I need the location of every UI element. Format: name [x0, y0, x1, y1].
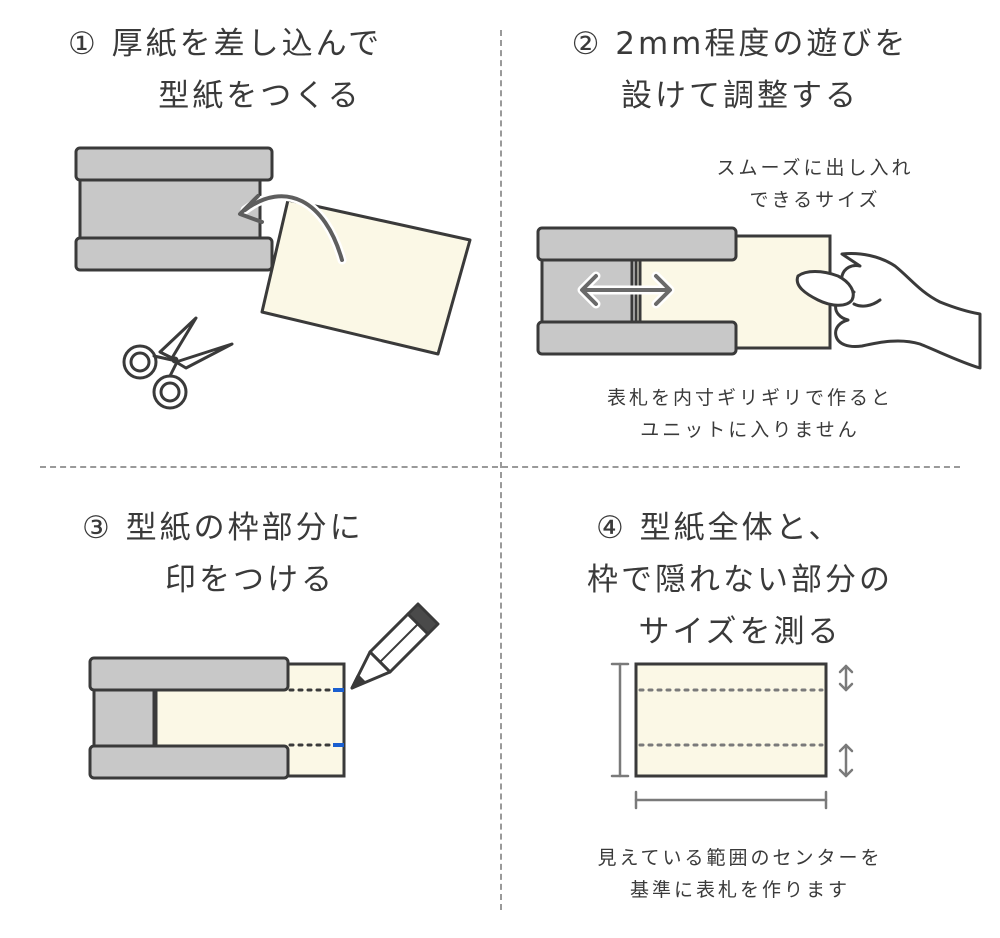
- step4-template: [634, 662, 828, 778]
- step3-frame-unit: [88, 656, 346, 780]
- step4-title-line3: サイズを測る: [638, 614, 842, 650]
- step2-title-line1: ② 2mm程度の遊びを: [571, 26, 909, 62]
- pencil-icon: [350, 602, 440, 690]
- step1-cardboard: [260, 198, 472, 356]
- step2-note-top-line2: できるサイズ: [749, 189, 881, 211]
- step2-note-bottom: 表札を内寸ギリギリで作ると ユニットに入りません: [540, 382, 960, 446]
- horizontal-divider: [40, 466, 960, 468]
- step1-title: ① 厚紙を差し込んで 型紙をつくる: [40, 18, 480, 122]
- step2-note-bottom-line2: ユニットに入りません: [640, 419, 860, 441]
- step1-frame-unit: [74, 146, 274, 272]
- step4-note-bottom: 見えている範囲のセンターを 基準に表札を作ります: [520, 842, 960, 906]
- step4-note-bottom-line2: 基準に表札を作ります: [629, 879, 850, 901]
- step2-title: ② 2mm程度の遊びを 設けて調整する: [520, 18, 960, 122]
- step4-title-line2: 枠で隠れない部分の: [587, 562, 893, 598]
- step2-note-top-line1: スムーズに出し入れ: [716, 157, 914, 179]
- step2-note-bottom-line1: 表札を内寸ギリギリで作ると: [606, 387, 893, 409]
- step3-title: ③ 型紙の枠部分に 印をつける: [30, 502, 470, 606]
- step3-title-line1: ③ 型紙の枠部分に: [82, 510, 364, 546]
- double-arrow-icon: [577, 271, 675, 309]
- step4-note-bottom-line1: 見えている範囲のセンターを: [597, 847, 883, 869]
- scissors-icon: [122, 316, 234, 410]
- step1-title-line1: ① 厚紙を差し込んで: [68, 26, 383, 62]
- step1-title-line2: 型紙をつくる: [158, 78, 362, 114]
- dimension-arrow-icon: [610, 662, 854, 810]
- curved-arrow-icon: [238, 191, 347, 265]
- step2-note-top: スムーズに出し入れ できるサイズ: [680, 152, 950, 216]
- step3-title-line2: 印をつける: [165, 562, 335, 598]
- hand-icon: [795, 252, 982, 370]
- step2-title-line2: 設けて調整する: [621, 78, 859, 114]
- step4-title: ④ 型紙全体と、 枠で隠れない部分の サイズを測る: [520, 502, 960, 658]
- step4-title-line1: ④ 型紙全体と、: [596, 510, 843, 546]
- vertical-divider: [500, 30, 502, 910]
